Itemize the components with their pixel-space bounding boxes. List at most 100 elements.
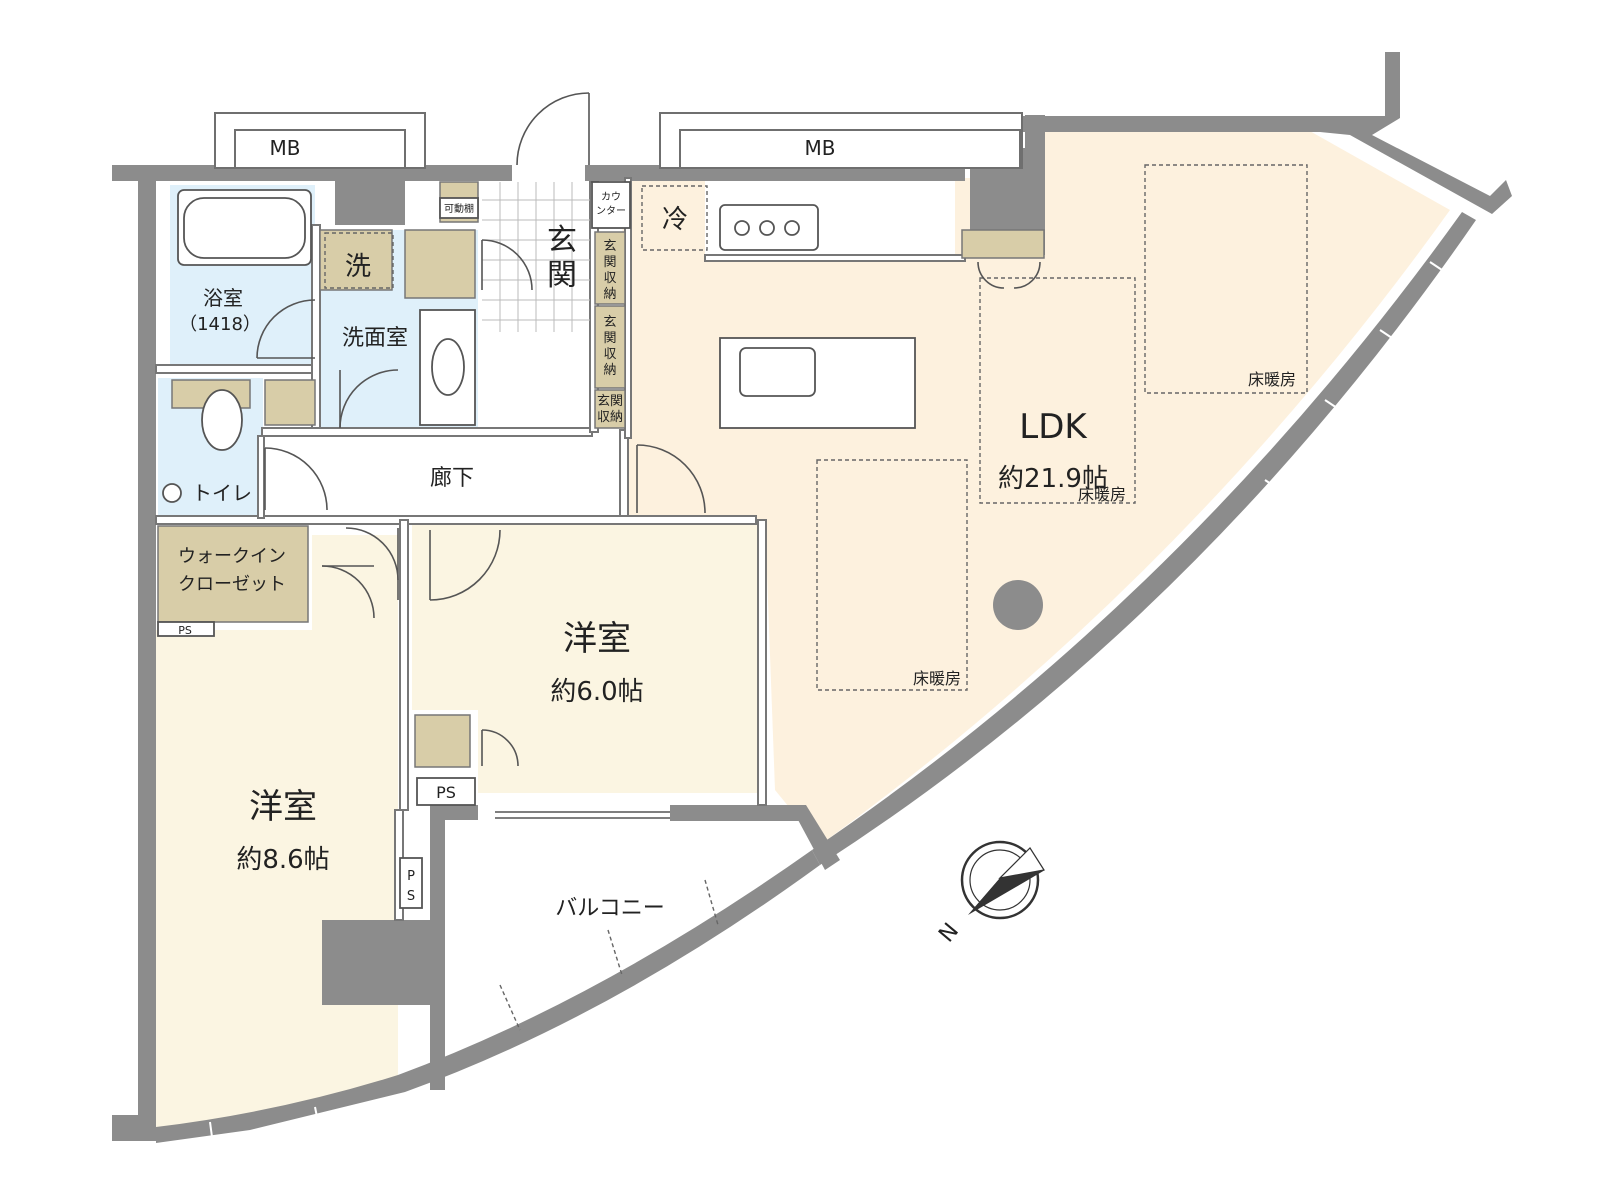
movable-shelf-label: 可動棚 (444, 202, 474, 215)
pipe-space-box-1 (157, 621, 215, 637)
svg-text:納: 納 (603, 363, 616, 378)
entrance-label-line1: 玄 (547, 223, 577, 258)
entrance-storage-2 (594, 305, 626, 389)
bathroom-door[interactable] (256, 299, 316, 359)
closet-label-1: ウォークイン (178, 546, 286, 567)
floor-heating-zone-1 (1144, 164, 1308, 394)
partition-bath-toilet (155, 364, 317, 374)
svg-text:玄関: 玄関 (597, 394, 623, 409)
wall-left (138, 165, 156, 1140)
counter-label-2: ンター (596, 205, 626, 217)
ldk-floor (622, 130, 1450, 845)
toilet-storage (264, 379, 316, 426)
svg-text:収: 収 (603, 271, 616, 286)
room6-size: 約6.0帖 (550, 677, 643, 707)
wall-balcony-top-right (670, 805, 800, 821)
washer-icon (324, 232, 394, 289)
western-room-8-floor (155, 535, 398, 1135)
partition-hall-right (619, 429, 629, 521)
ldk-storage (961, 229, 1045, 259)
pipe-space-label-2: PS (436, 783, 456, 802)
entrance-storage-1-label: 玄 関 収 納 (603, 239, 616, 302)
burner-2-icon (759, 220, 775, 236)
ldk-label: LDK (1019, 407, 1088, 447)
bathroom-label: 浴室 (203, 286, 243, 310)
bathroom-size: （1418） (179, 314, 261, 335)
pipe-space-label-3b: S (407, 889, 415, 904)
entrance-storage-3-label: 玄関 収納 (597, 394, 623, 425)
washer-area (319, 229, 393, 291)
svg-text:収: 収 (603, 347, 616, 362)
counter-label-1: カウ (601, 191, 621, 203)
entrance-storage-2-label: 玄 関 収 納 (603, 315, 616, 378)
room8-size: 約8.6帖 (236, 845, 329, 875)
entrance-label-line2: 関 (547, 258, 577, 293)
ldk-door[interactable] (636, 444, 706, 514)
balcony-sliding-door[interactable] (495, 811, 670, 819)
toilet-door[interactable] (264, 447, 328, 511)
shoe-cabinet-door[interactable] (481, 239, 533, 291)
fridge-label: 冷 (662, 205, 688, 235)
pipe-space-box-3 (399, 857, 423, 909)
meter-box-1-inner (234, 129, 406, 169)
floor-heating-zone-3 (816, 459, 968, 691)
svg-text:収納: 収納 (597, 410, 623, 425)
closet-label-2: クローゼット (178, 574, 286, 595)
ldk-storage-door[interactable] (977, 261, 1041, 289)
floor-heating-zone-2 (979, 277, 1136, 504)
room8-label: 洋室 (249, 787, 317, 827)
ldk-pillar (993, 580, 1043, 630)
partition-hall-bottom (155, 515, 757, 525)
closet-door[interactable] (321, 565, 375, 619)
svg-text:関: 関 (603, 331, 616, 346)
burner-1-icon (734, 220, 750, 236)
pipe-space-label-3a: P (407, 869, 415, 884)
room8-door[interactable] (345, 527, 399, 600)
toilet-icon (201, 389, 243, 451)
room6-door[interactable] (429, 529, 501, 601)
wall-top-right-notch (1320, 52, 1512, 214)
balcony-drain-lines (499, 879, 719, 1031)
wall-balcony-top (430, 805, 478, 1090)
entrance-storage-1 (594, 231, 626, 305)
movable-shelf-box (439, 197, 479, 219)
toilet-label: トイレ (192, 481, 252, 505)
pipe-space-label-1: PS (178, 624, 192, 637)
counter-box (591, 181, 631, 229)
floor-heating-label-2: 床暖房 (1078, 485, 1126, 504)
burner-3-icon (784, 220, 800, 236)
fridge-space (641, 185, 708, 251)
pipe-space-box-2 (416, 777, 476, 806)
ldk-size: 約21.9帖 (998, 464, 1108, 494)
wall-balcony-right (790, 805, 840, 870)
mb-label-2: MB (805, 136, 836, 160)
room6-closet (414, 714, 471, 768)
partition-hall-top (261, 427, 593, 437)
room6-label: 洋室 (563, 619, 631, 659)
column-3 (1025, 115, 1045, 255)
bathtub-inner (183, 197, 306, 259)
svg-text:関: 関 (603, 255, 616, 270)
sink-icon (739, 347, 816, 397)
svg-text:玄: 玄 (603, 315, 616, 330)
mb-label-1: MB (270, 136, 301, 160)
meter-box-2-inner (679, 129, 1021, 169)
svg-text:納: 納 (603, 287, 616, 302)
svg-text:玄: 玄 (603, 239, 616, 254)
front-door[interactable] (516, 92, 590, 166)
column-balcony (322, 920, 432, 1005)
entrance-tiles (482, 182, 590, 332)
hallway-label: 廊下 (430, 466, 474, 491)
western-room-6-floor (412, 522, 760, 793)
floor-heating-label-1: 床暖房 (1248, 370, 1296, 389)
walk-in-closet (157, 525, 309, 623)
wall-left-bottom (112, 1115, 156, 1141)
partition-toilet-right (257, 435, 265, 519)
partition-room6-right (757, 519, 767, 806)
washbasin-icon (431, 338, 465, 396)
partition-kitchen-back (704, 254, 966, 262)
washroom-door[interactable] (339, 369, 399, 429)
room6-closet-door[interactable] (481, 729, 519, 767)
wall-top-right (1022, 116, 1322, 132)
